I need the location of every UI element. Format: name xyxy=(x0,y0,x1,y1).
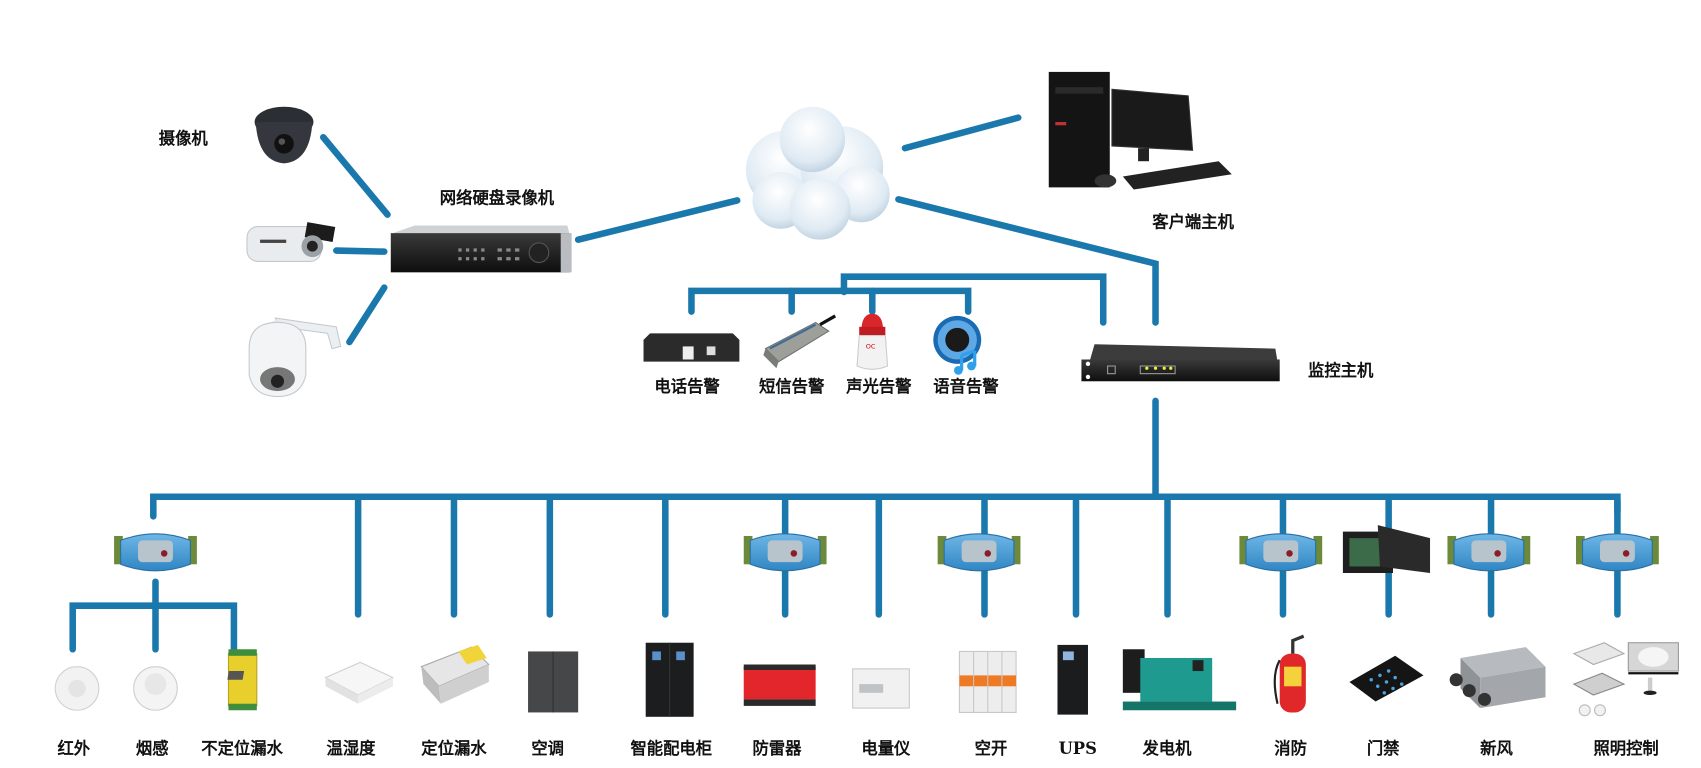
monitor-host-group: 监控主机 xyxy=(1081,344,1374,382)
access-controller-icon[interactable] xyxy=(1342,525,1431,574)
nvr-device-icon[interactable] xyxy=(390,225,572,273)
device-label: 智能配电柜 xyxy=(630,739,712,758)
voice-speaker-icon xyxy=(933,315,982,375)
keypad-reader-icon xyxy=(1349,655,1424,702)
device-breaker[interactable]: 空开 xyxy=(958,650,1017,758)
fire-extinguisher-icon xyxy=(1273,634,1306,713)
device-fresh-air[interactable]: 新风 xyxy=(1449,647,1546,758)
device-label: 不定位漏水 xyxy=(201,739,283,758)
strobe-siren-icon: OC xyxy=(856,313,889,370)
ups-icon xyxy=(1057,644,1088,715)
device-lighting[interactable]: 照明控制 xyxy=(1572,642,1679,758)
wire-alarm-bus-upper xyxy=(840,273,1107,326)
device-label: 空调 xyxy=(531,739,564,758)
device-label: 电量仪 xyxy=(861,739,911,758)
device-fire[interactable]: 消防 xyxy=(1273,634,1307,758)
alarm-label: 电话告警 xyxy=(654,377,720,396)
wire-bullet-nvr xyxy=(333,247,388,255)
ptz-camera-icon[interactable] xyxy=(248,317,342,398)
nvr-group: 网络硬盘录像机 xyxy=(390,189,572,273)
wire-sensor-bus xyxy=(69,602,238,653)
client-group: 客户端主机 xyxy=(1048,71,1235,232)
device-label: 定位漏水 xyxy=(421,739,487,758)
wire-dome-nvr xyxy=(319,133,391,218)
wire-cloud-client xyxy=(901,114,1022,152)
circuit-breaker-icon xyxy=(958,650,1017,713)
device-infrared[interactable]: 红外 xyxy=(54,666,100,758)
alarm-sms[interactable]: 短信告警 xyxy=(759,314,837,396)
alarm-strobe[interactable]: OC 声光告警 xyxy=(845,313,912,396)
io-module-icon[interactable] xyxy=(937,533,1021,572)
device-label: 防雷器 xyxy=(752,739,802,758)
device-ups[interactable]: UPS xyxy=(1057,644,1097,758)
energy-meter-icon xyxy=(852,668,910,709)
device-label: UPS xyxy=(1059,739,1097,758)
nvr-label: 网络硬盘录像机 xyxy=(440,189,555,208)
bullet-camera-icon[interactable] xyxy=(246,222,336,262)
device-pdu[interactable]: 智能配电柜 xyxy=(630,642,712,758)
field-devices: 红外 烟感 不定位漏水 温湿 xyxy=(54,634,1679,758)
surge-protector-icon xyxy=(743,664,816,706)
device-temp-humidity[interactable]: 温湿度 xyxy=(227,661,395,758)
io-modules xyxy=(114,533,1659,572)
power-cabinet-icon xyxy=(645,642,694,717)
device-label: 照明控制 xyxy=(1593,739,1658,758)
monitor-host-icon[interactable] xyxy=(1081,344,1280,382)
wire-cloud-host xyxy=(895,196,1159,326)
svg-text:OC: OC xyxy=(866,343,876,351)
io-module-icon[interactable] xyxy=(114,533,197,572)
io-module-icon[interactable] xyxy=(1239,533,1323,572)
device-label: 门禁 xyxy=(1367,739,1400,758)
monitor-host-label: 监控主机 xyxy=(1308,361,1374,380)
device-generator[interactable]: 发电机 xyxy=(1122,649,1237,758)
device-label: 温湿度 xyxy=(326,739,377,758)
alarm-label: 短信告警 xyxy=(759,377,825,396)
fresh-air-unit-icon xyxy=(1449,647,1546,709)
phone-alarm-icon xyxy=(643,333,740,362)
cloud-icon xyxy=(745,106,890,240)
device-label: 烟感 xyxy=(136,739,169,758)
device-nonlocating-leak[interactable]: 不定位漏水 xyxy=(201,649,284,758)
wire-ptz-nvr xyxy=(346,284,388,346)
device-locating-leak[interactable]: 定位漏水 xyxy=(420,644,490,758)
thermo-hygrometer-icon xyxy=(227,661,395,704)
precision-aircon-icon xyxy=(528,651,579,713)
wire-nvr-cloud xyxy=(574,197,741,243)
alarm-label: 声光告警 xyxy=(845,377,912,396)
wire-alarm-bus xyxy=(688,287,972,315)
sms-modem-icon xyxy=(763,314,837,369)
alarm-phone[interactable]: 电话告警 xyxy=(643,333,740,396)
smoke-detector-icon xyxy=(133,666,178,711)
client-pc-icon[interactable] xyxy=(1048,71,1232,190)
alarm-voice[interactable]: 语音告警 xyxy=(933,315,999,396)
device-label: 消防 xyxy=(1274,739,1307,758)
leak-controller-icon xyxy=(420,644,490,704)
device-access[interactable]: 门禁 xyxy=(1349,655,1424,758)
device-smoke[interactable]: 烟感 xyxy=(133,666,178,758)
lighting-fixtures-icon xyxy=(1572,642,1679,717)
alarm-group: 电话告警 短信告警 OC 声光告警 xyxy=(643,313,999,396)
device-surge[interactable]: 防雷器 xyxy=(743,664,816,758)
client-label: 客户端主机 xyxy=(1152,213,1234,232)
device-label: 新风 xyxy=(1480,739,1513,758)
device-label: 空开 xyxy=(975,739,1008,758)
device-label: 发电机 xyxy=(1141,739,1192,758)
io-module-icon[interactable] xyxy=(743,533,827,572)
camera-group: 摄像机 xyxy=(159,106,342,398)
dome-camera-icon[interactable] xyxy=(254,106,314,164)
device-label: 红外 xyxy=(57,739,90,758)
generator-icon xyxy=(1122,649,1237,711)
io-module-icon[interactable] xyxy=(1576,533,1659,572)
device-aircon[interactable]: 空调 xyxy=(528,651,579,758)
io-module-icon[interactable] xyxy=(1447,533,1531,572)
infrared-sensor-icon xyxy=(54,666,100,711)
alarm-label: 语音告警 xyxy=(933,377,999,396)
wire-field-bus xyxy=(150,493,1621,520)
camera-label: 摄像机 xyxy=(159,129,209,148)
device-meter[interactable]: 电量仪 xyxy=(852,668,911,758)
